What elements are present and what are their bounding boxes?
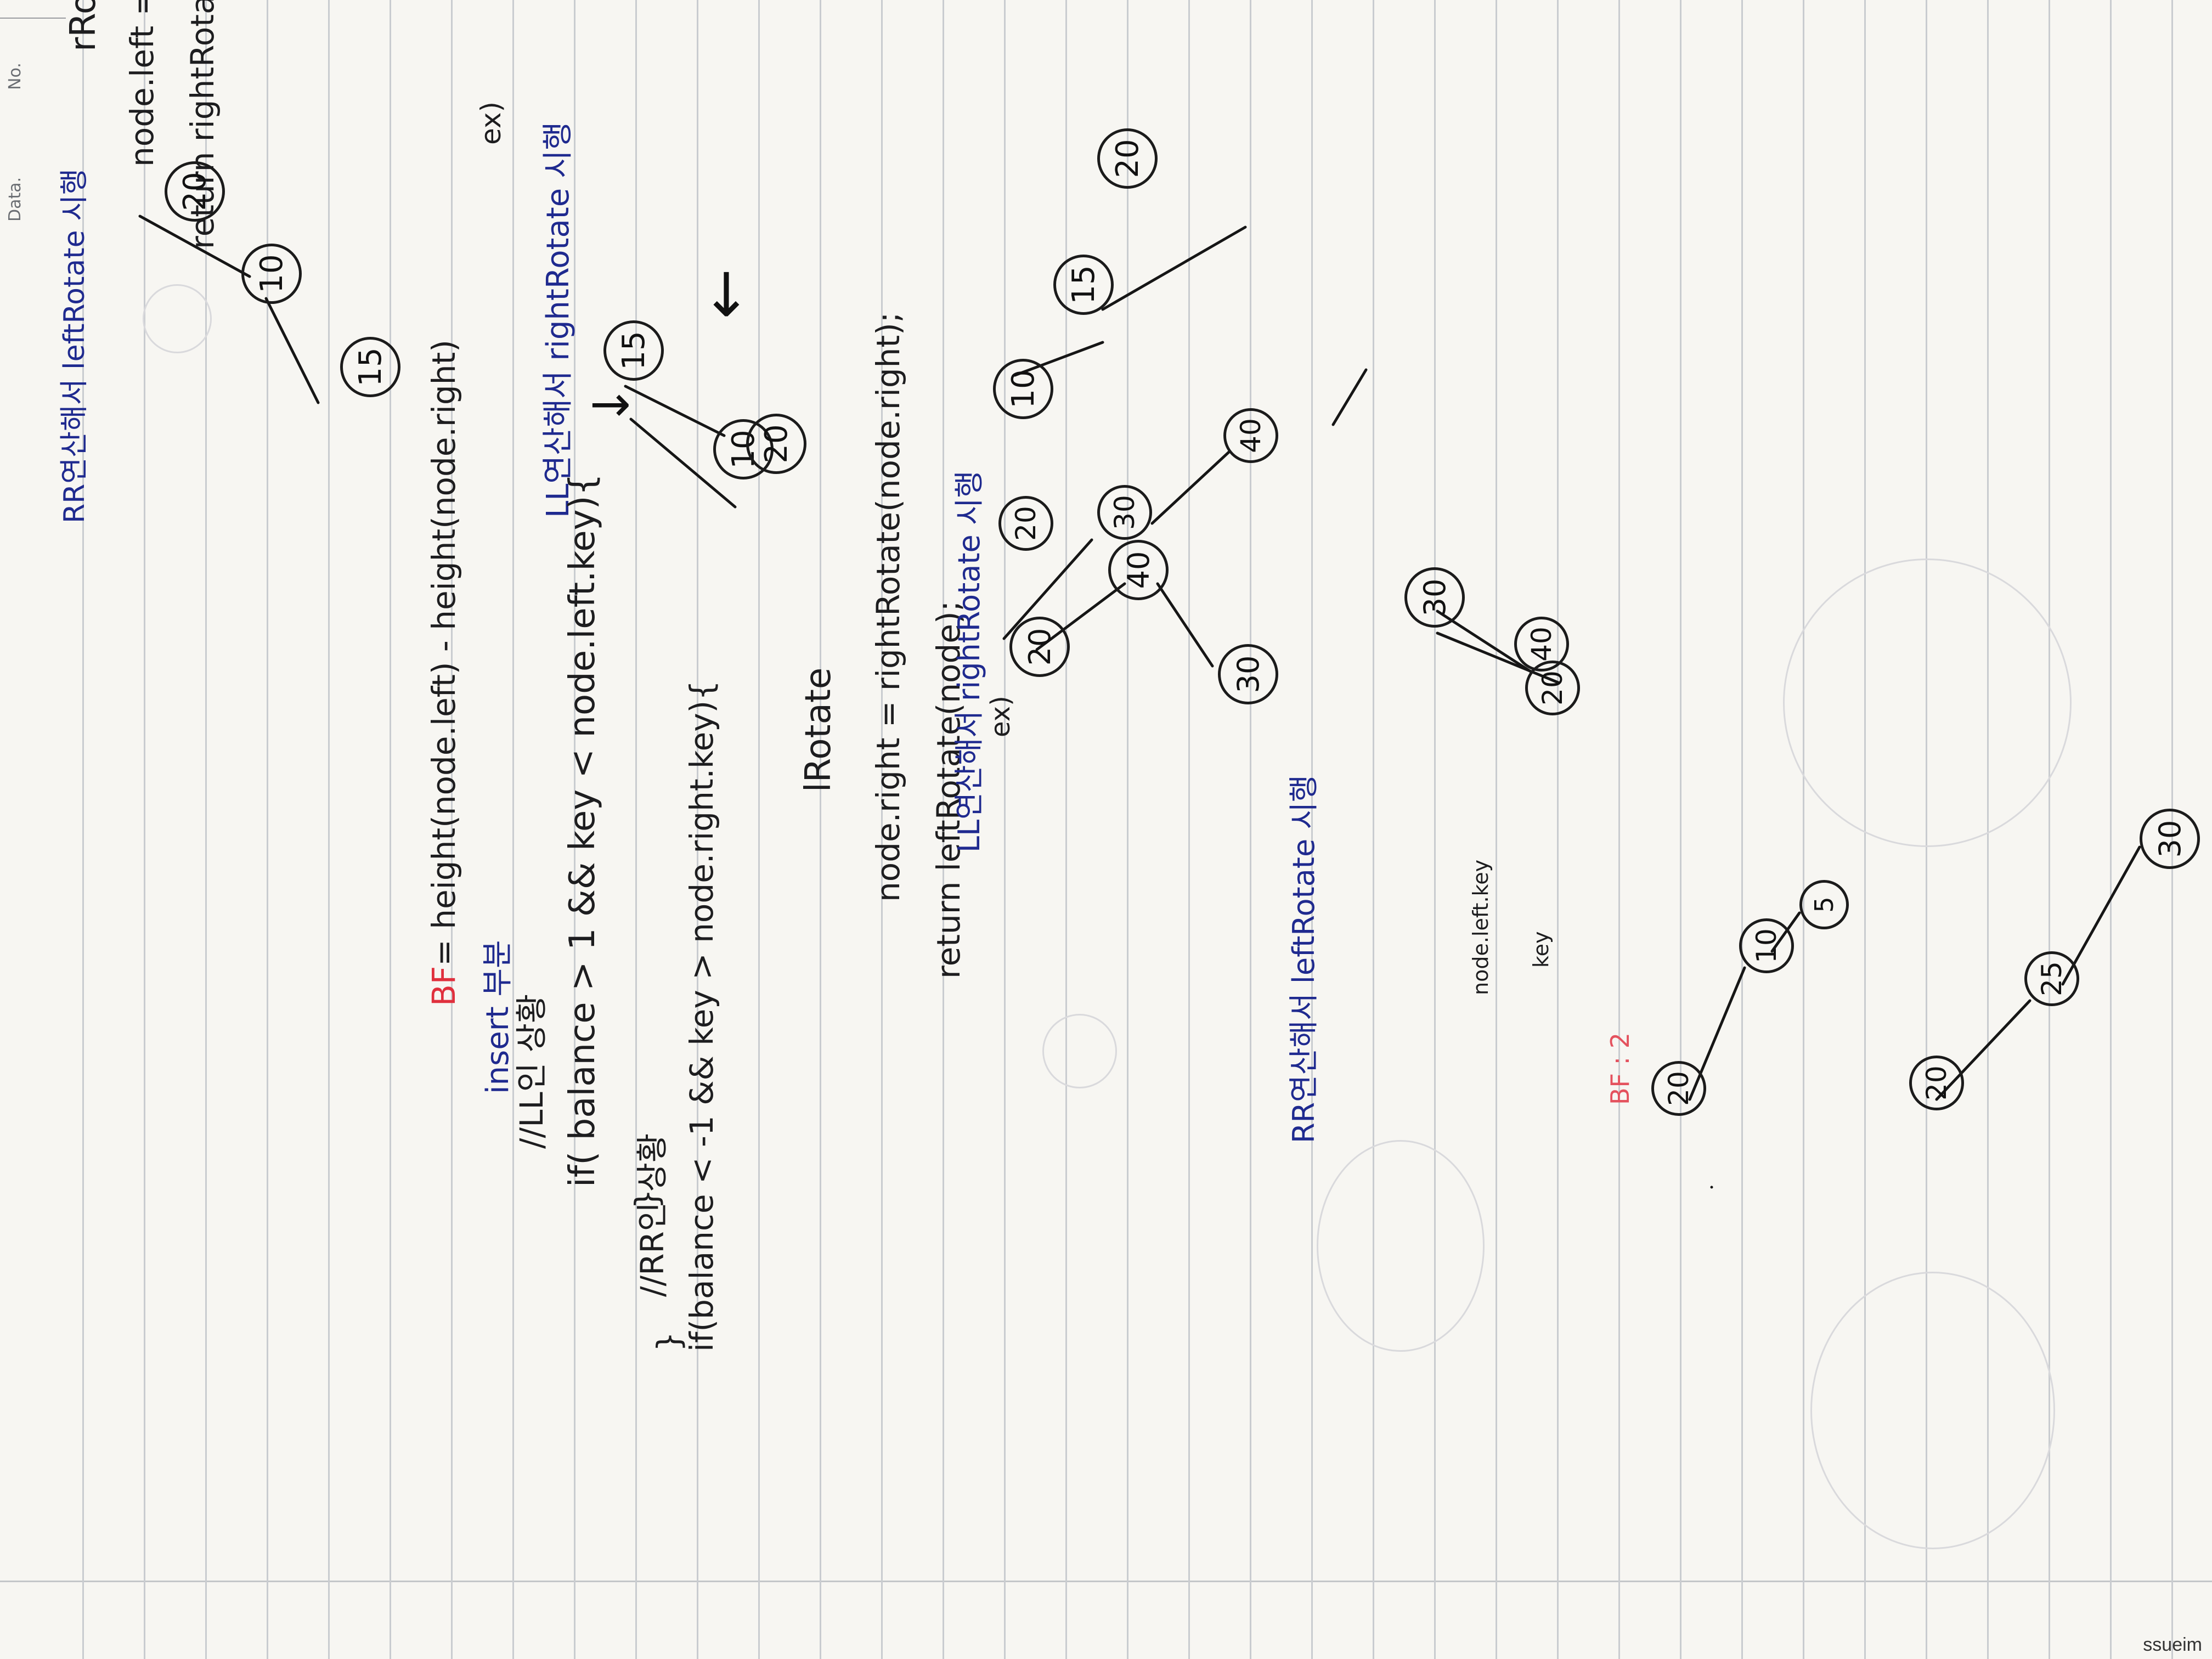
node-circle: 20 [165, 161, 225, 222]
node-circle: 5 [1799, 880, 1849, 929]
node-circle: 20 [1009, 617, 1070, 677]
node-circle: 40 [1223, 408, 1278, 463]
node-circle: 20 [1909, 1056, 1964, 1110]
node-circle: 20 [998, 496, 1053, 551]
node-circle: 10 [241, 244, 302, 304]
arrow-right: → [589, 375, 631, 433]
node-circle: 30 [1404, 567, 1465, 628]
arrow-down: ↓ [701, 259, 752, 330]
node-circle: 30 [1218, 644, 1278, 704]
node-circle: 30 [2140, 809, 2200, 869]
node-circle: 20 [1525, 661, 1580, 715]
node-circle: 10 [993, 359, 1053, 419]
node-circle: 30 [1097, 485, 1152, 540]
node-circle: 40 [1108, 540, 1169, 600]
node-circle: 15 [1053, 255, 1114, 315]
node-circle: 15 [340, 337, 400, 397]
node-circle: 15 [603, 320, 664, 381]
node-circle: 10 [1739, 918, 1794, 973]
watermark-text: ssueim [2143, 1634, 2202, 1655]
node-circle: 20 [746, 414, 806, 474]
node-circle: 25 [2024, 951, 2079, 1006]
node-circle: 20 [1097, 128, 1158, 189]
node-circle: 20 [1651, 1061, 1706, 1116]
